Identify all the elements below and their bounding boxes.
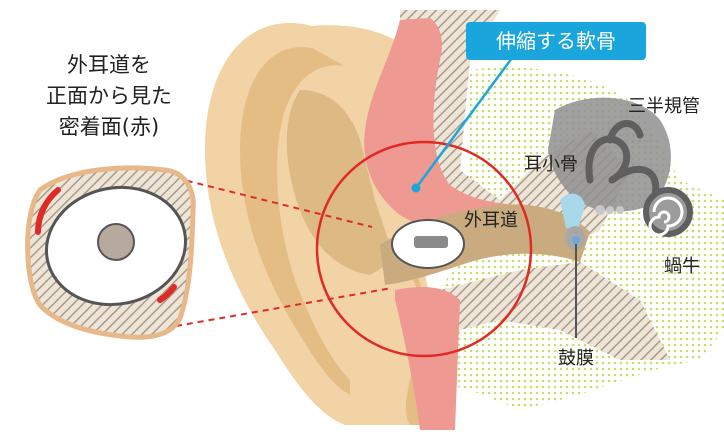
ear-canal-label: 外耳道 <box>464 210 518 231</box>
projection-line-bottom <box>175 287 393 327</box>
cochlea-shape <box>643 187 693 237</box>
semicircular-canals-label: 三半規管 <box>628 96 700 117</box>
earplug-core <box>414 236 448 248</box>
semicircular-canals-shape <box>585 120 660 199</box>
eardrum-label: 鼓膜 <box>558 348 594 369</box>
cartilage-lower <box>395 287 460 430</box>
canal-face-label-1: 外耳道を <box>67 53 151 77</box>
stretching-cartilage-label: 伸縮する軟骨 <box>466 22 646 60</box>
canal-center-plug <box>97 223 135 261</box>
cartilage-callout-dot <box>411 183 421 193</box>
contact-area-2 <box>157 284 177 303</box>
ossicles-label: 耳小骨 <box>524 154 578 175</box>
canal-face-label-3: 密着面(赤) <box>58 115 160 139</box>
eardrum-dot <box>572 236 580 244</box>
inner-ear-block <box>548 97 671 212</box>
cartilage <box>364 18 530 230</box>
cochlea-label: 蝸牛 <box>664 256 700 277</box>
auricle-rim <box>240 46 350 396</box>
projection-line-top <box>175 177 373 228</box>
canal-cross-section <box>25 165 196 340</box>
canal-face-label-2: 正面から見た <box>46 84 172 108</box>
cartilage-callout-line <box>414 57 514 189</box>
skull-bone-lower <box>440 262 670 360</box>
contact-area-1 <box>35 187 61 235</box>
zoom-ring <box>315 140 533 358</box>
